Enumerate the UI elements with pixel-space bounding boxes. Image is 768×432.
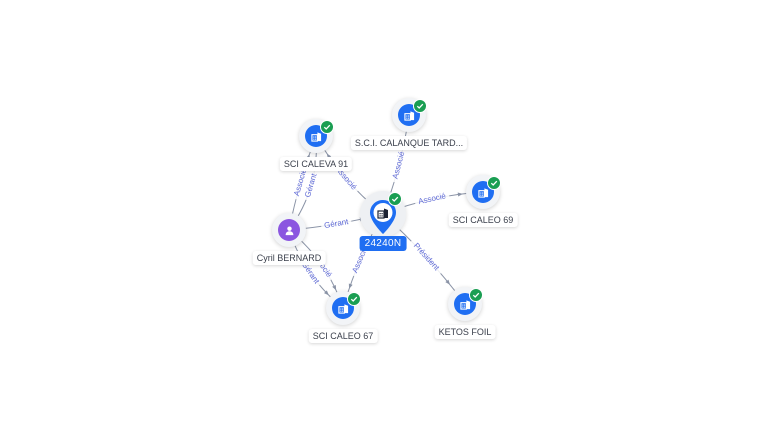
edge-label-associe: Associé (389, 147, 409, 184)
verified-check-icon (320, 120, 334, 134)
center-entity-label[interactable]: 24240N (359, 236, 407, 251)
edge-label-background (302, 169, 321, 202)
verified-check-icon (413, 99, 427, 113)
verified-check-icon (347, 292, 361, 306)
building-icon (374, 204, 392, 222)
edge-label-text: Gérant (323, 217, 349, 230)
node-label[interactable]: Cyril BERNARD (252, 251, 326, 265)
edge-label-background (290, 164, 311, 201)
edge-label-gerant: Gérant (320, 216, 353, 232)
edge-arrow-icon (323, 290, 329, 296)
edge-label-background (407, 237, 445, 277)
edge-arrow-icon (332, 284, 337, 291)
node-label[interactable]: SCI CALEO 67 (308, 329, 378, 343)
verified-check-icon (487, 176, 501, 190)
edge-arrow-icon (348, 283, 353, 289)
verified-check-icon (388, 192, 402, 206)
edge-label-background (414, 190, 451, 208)
edge-label-text: Président (412, 241, 442, 273)
edge-arrow-icon (445, 279, 451, 285)
node-label[interactable]: SCI CALEO 69 (448, 213, 518, 227)
edge-label-background (320, 216, 353, 232)
edge-arrow-icon (457, 192, 463, 197)
edge-label-background (297, 257, 324, 289)
edge-label-background (389, 147, 409, 184)
node-label[interactable]: KETOS FOIL (434, 325, 496, 339)
edge-label-associe: Associé (414, 190, 451, 208)
verified-check-icon (469, 288, 483, 302)
person-icon (278, 219, 300, 241)
edge-label-text: Associé (391, 150, 407, 180)
node-label[interactable]: S.C.I. CALANQUE TARD... (350, 136, 468, 150)
edge-label-president: Président (407, 237, 445, 277)
node-label[interactable]: SCI CALEVA 91 (279, 157, 353, 171)
